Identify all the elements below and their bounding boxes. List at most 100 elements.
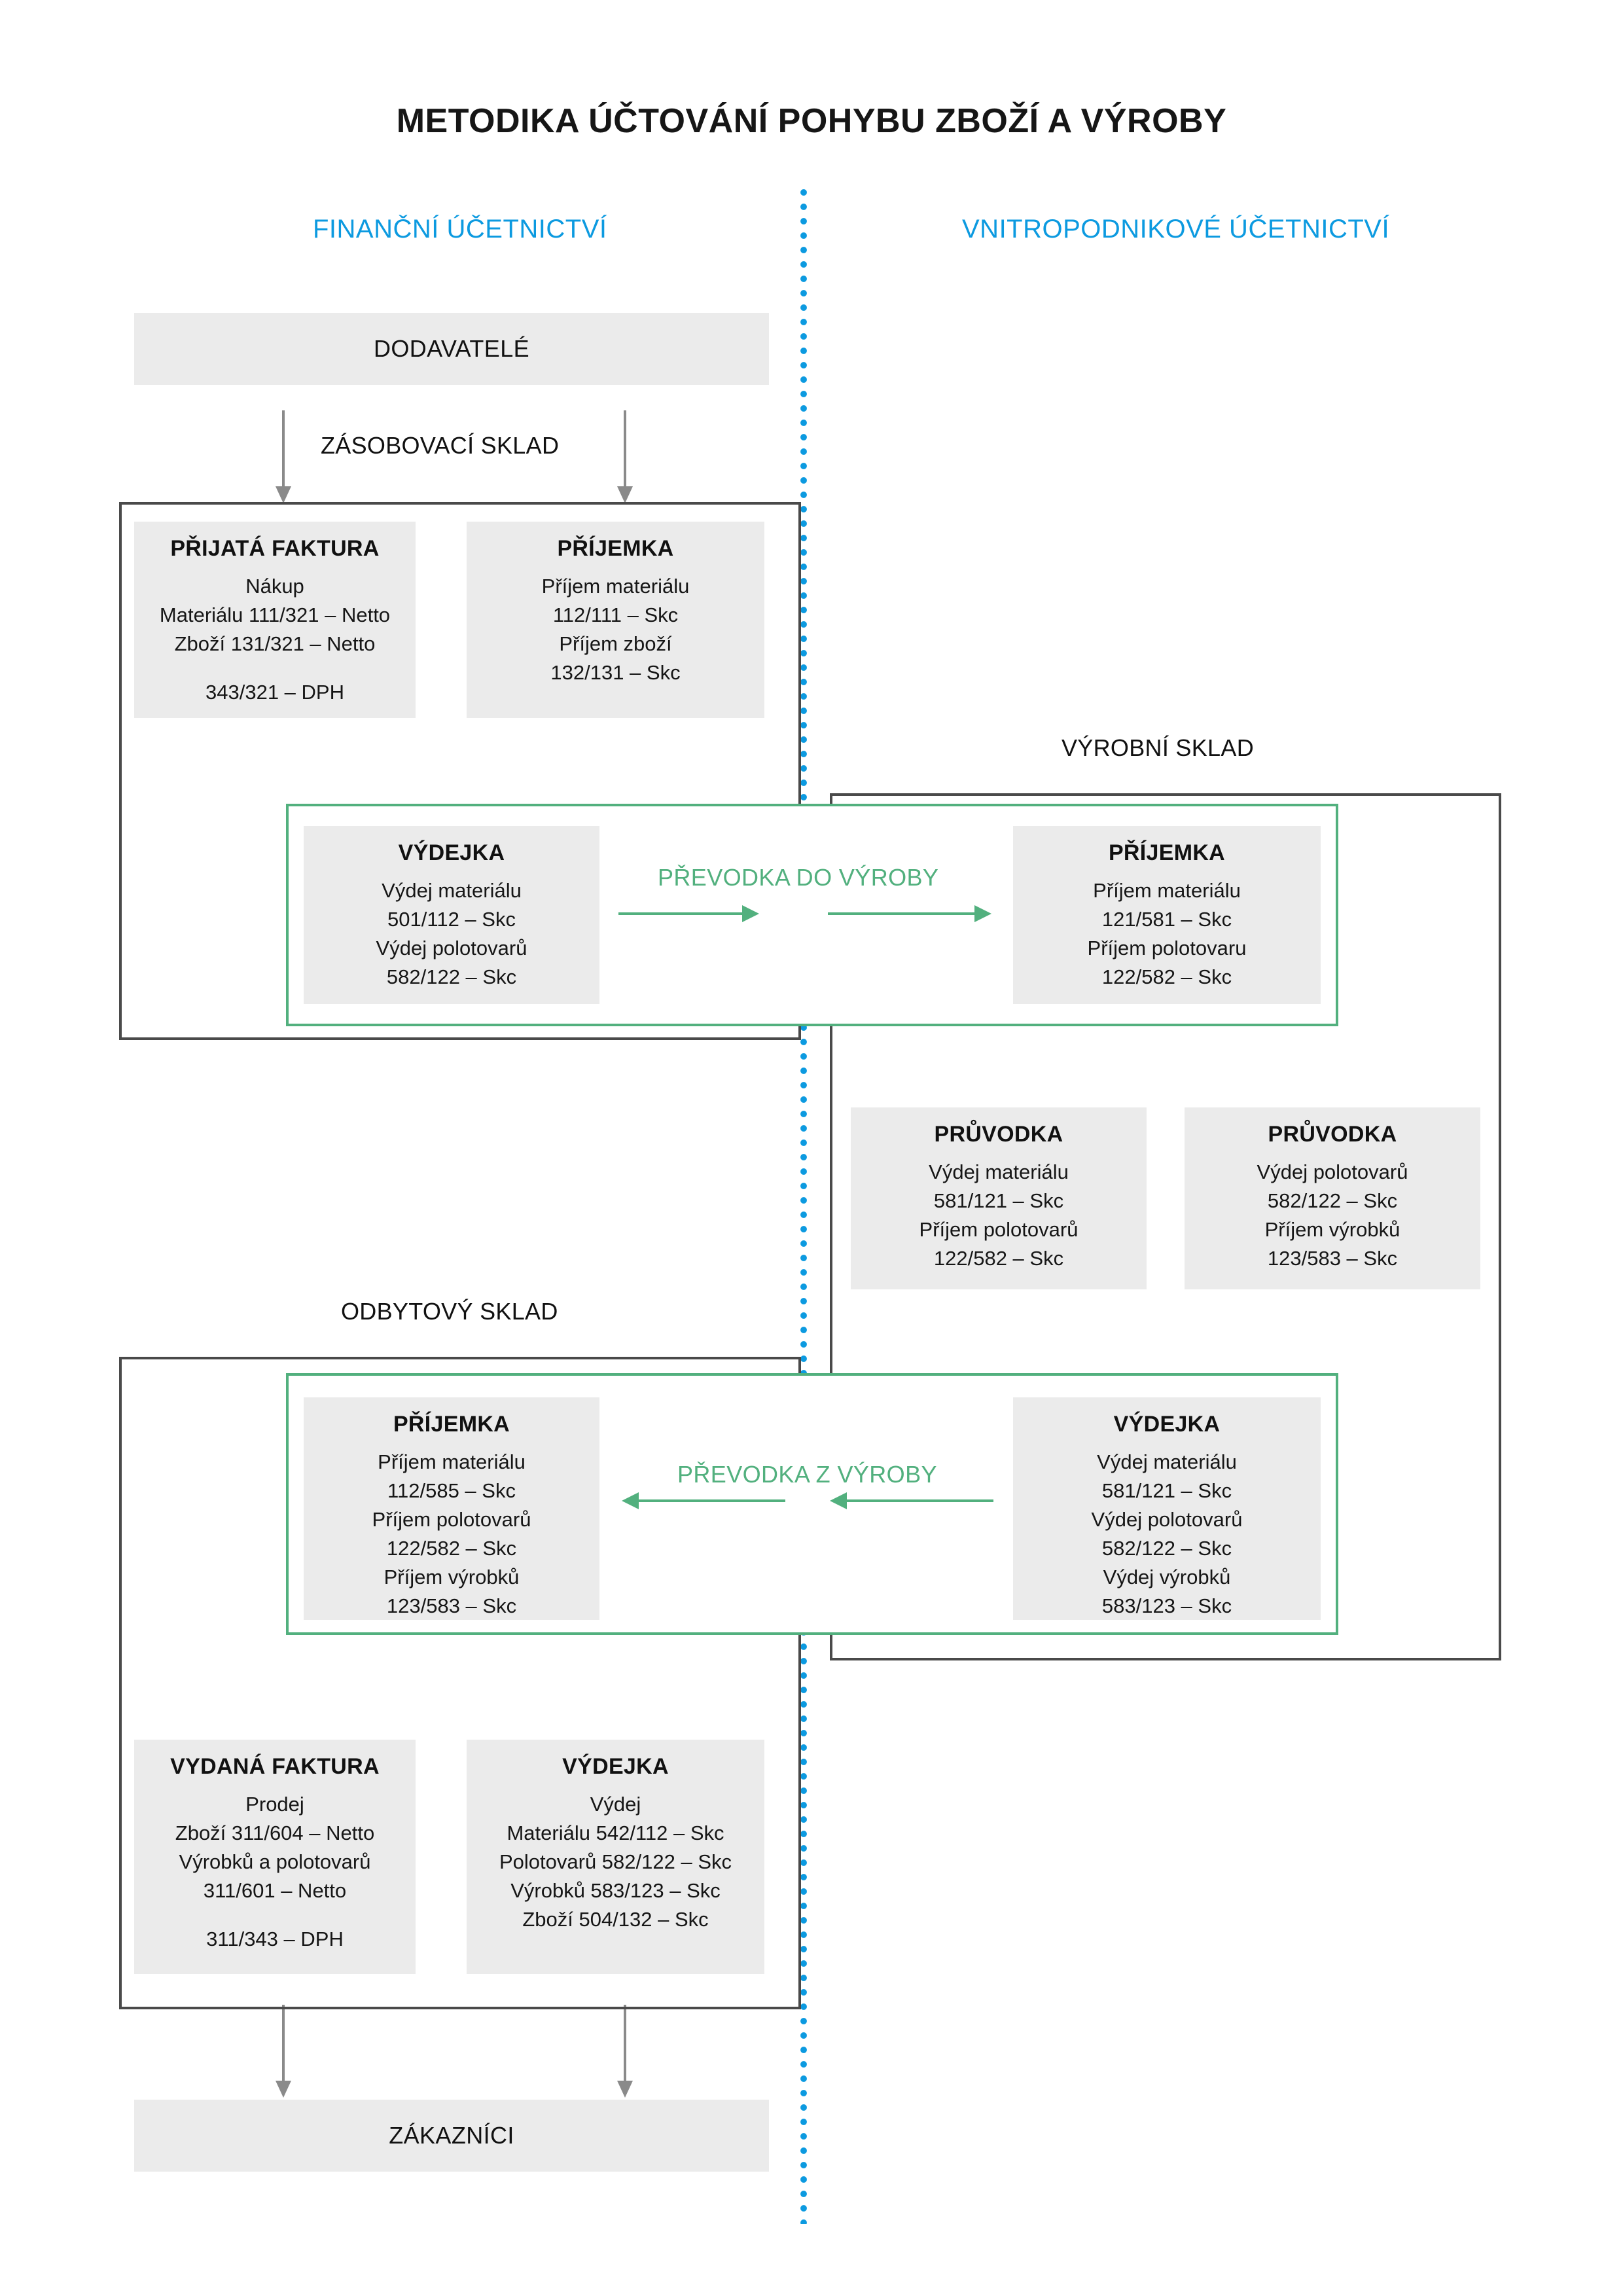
node-line: 122/582 – Skc: [386, 1536, 517, 1560]
caption-prevodka-z-vyroby: PŘEVODKA Z VÝROBY: [677, 1461, 937, 1488]
spacer: [1013, 1439, 1321, 1448]
arrow-head: [276, 2081, 291, 2098]
spacer: [134, 1781, 416, 1790]
page-title: METODIKA ÚČTOVÁNÍ POHYBU ZBOŽÍ A VÝROBY: [396, 102, 1227, 140]
node-line: Příjem materiálu: [541, 574, 690, 598]
spacer: [1185, 1149, 1480, 1158]
node-line: 112/585 – Skc: [387, 1479, 516, 1502]
spacer: [467, 1781, 764, 1790]
node-line: Materiálu 542/112 – Skc: [507, 1821, 724, 1844]
node-line: Příjem zboží: [559, 632, 672, 655]
arrow-left-from-production-2: [830, 1492, 993, 1509]
arrow-shaft: [828, 912, 974, 915]
node-line: 112/111 – Skc: [552, 603, 679, 626]
node-line: Zboží 311/604 – Netto: [175, 1821, 375, 1844]
column-divider-dotted: [800, 188, 808, 2224]
arrow-right-to-production-2: [828, 905, 991, 922]
node-line: Výdej polotovarů: [1257, 1160, 1408, 1183]
arrow-down-suppliers-right: [615, 410, 635, 503]
node-line: Materiálu 111/321 – Netto: [159, 603, 391, 626]
node-line: Nákup: [245, 574, 304, 598]
spacer: [1013, 867, 1321, 876]
spacer: [134, 563, 416, 572]
arrow-shaft: [847, 1499, 993, 1502]
node-line: Výdej: [590, 1792, 641, 1816]
node-footer-line: 311/343 – DPH: [206, 1927, 344, 1950]
arrow-down-suppliers-left: [274, 410, 293, 503]
node-line: 583/123 – Skc: [1101, 1594, 1232, 1617]
node-line: 582/122 – Skc: [1101, 1536, 1232, 1560]
arrow-head: [617, 486, 633, 503]
node-line: 123/583 – Skc: [386, 1594, 517, 1617]
node-line: 311/601 – Netto: [203, 1878, 347, 1902]
node-line: 582/122 – Skc: [1267, 1189, 1398, 1212]
node-title: PŘIJATÁ FAKTURA: [170, 536, 380, 561]
banner-customers: ZÁKAZNÍCI: [134, 2100, 769, 2172]
node-title: VYDANÁ FAKTURA: [170, 1754, 380, 1779]
frame-zasobovaci-sklad: [119, 502, 801, 1040]
label-zasobovaci-sklad: ZÁSOBOVACÍ SKLAD: [321, 432, 560, 459]
node-line: 121/581 – Skc: [1101, 907, 1232, 931]
node-line: 581/121 – Skc: [1101, 1479, 1232, 1502]
node-line: Příjem výrobků: [1264, 1217, 1400, 1241]
node-line: Polotovarů 582/122 – Skc: [499, 1850, 732, 1873]
banner-suppliers: DODAVATELÉ: [134, 313, 769, 385]
node-line: 582/122 – Skc: [386, 965, 517, 988]
arrow-shaft: [618, 912, 742, 915]
node-line: 122/582 – Skc: [933, 1246, 1064, 1270]
frame-odbytovy-sklad: [119, 1357, 801, 2009]
node-line: 123/583 – Skc: [1267, 1246, 1398, 1270]
node-line: Výdej výrobků: [1103, 1565, 1231, 1588]
node-title: PRŮVODKA: [1268, 1122, 1397, 1147]
node-footer-line: 343/321 – DPH: [205, 680, 344, 704]
node-title: PŘÍJEMKA: [1108, 840, 1226, 865]
arrow-head: [742, 905, 759, 922]
arrow-shaft: [624, 410, 626, 486]
node-line: Výdej materiálu: [1097, 1450, 1237, 1473]
frame-vyrobni-sklad: [830, 793, 1501, 1660]
node-line: 122/582 – Skc: [1101, 965, 1232, 988]
node-line: Příjem polotovarů: [919, 1217, 1079, 1241]
node-line: Výdej polotovarů: [1091, 1507, 1243, 1531]
node-line: Výrobků a polotovarů: [179, 1850, 371, 1873]
node-line: Příjem výrobků: [383, 1565, 520, 1588]
spacer: [134, 658, 416, 678]
spacer: [134, 1905, 416, 1925]
caption-prevodka-do-vyroby: PŘEVODKA DO VÝROBY: [658, 864, 939, 891]
spacer: [851, 1149, 1147, 1158]
column-heading-internal: VNITROPODNIKOVÉ ÚČETNICTVÍ: [962, 215, 1390, 243]
node-line: Příjem polotovaru: [1087, 936, 1247, 960]
arrow-head: [830, 1492, 847, 1509]
spacer: [304, 1439, 599, 1448]
node-line: Příjem materiálu: [1093, 878, 1241, 902]
spacer: [467, 563, 764, 572]
arrow-down-customers-right: [615, 2005, 635, 2098]
arrow-head: [974, 905, 991, 922]
node-line: Zboží 504/132 – Skc: [522, 1907, 709, 1931]
arrow-head: [622, 1492, 639, 1509]
node-line: 581/121 – Skc: [933, 1189, 1064, 1212]
node-title: VÝDEJKA: [1113, 1412, 1221, 1437]
node-line: Výdej materiálu: [929, 1160, 1069, 1183]
node-title: PŘÍJEMKA: [393, 1412, 510, 1437]
spacer: [304, 867, 599, 876]
column-heading-financial: FINANČNÍ ÚČETNICTVÍ: [313, 215, 607, 243]
label-odbytovy-sklad: ODBYTOVÝ SKLAD: [341, 1298, 558, 1325]
node-line: Příjem materiálu: [378, 1450, 526, 1473]
node-line: Zboží 131/321 – Netto: [174, 632, 376, 655]
arrow-shaft: [282, 2005, 285, 2081]
node-line: Výdej materiálu: [382, 878, 522, 902]
arrow-head: [276, 486, 291, 503]
arrow-down-customers-left: [274, 2005, 293, 2098]
label-vyrobni-sklad: VÝROBNÍ SKLAD: [1061, 734, 1254, 761]
arrow-shaft: [282, 410, 285, 486]
